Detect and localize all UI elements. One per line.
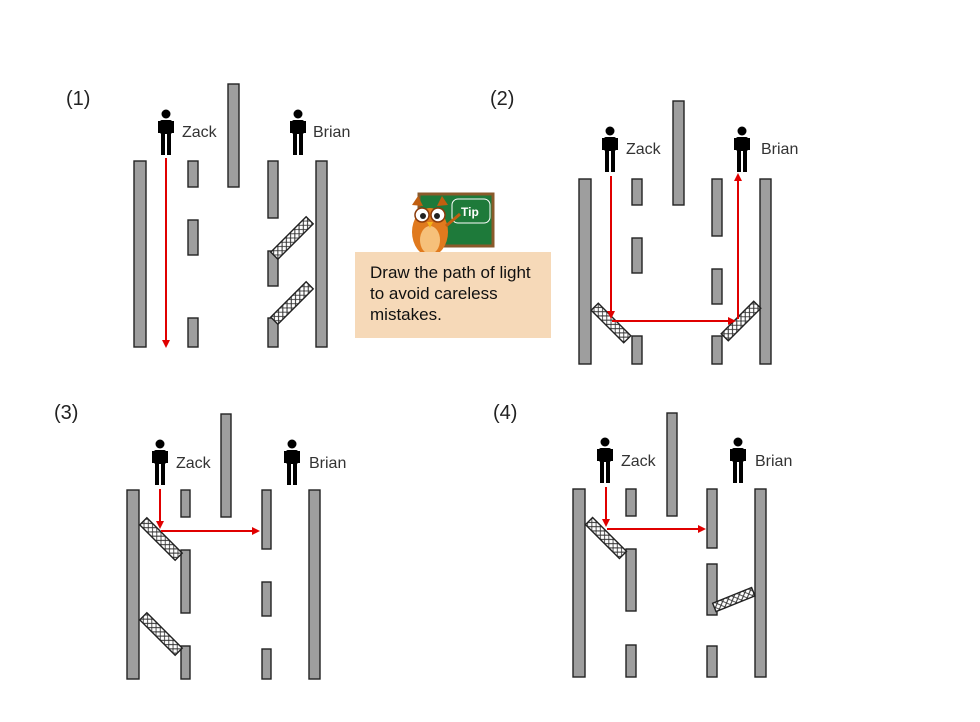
person-zack-icon — [597, 437, 613, 483]
person-brian-icon — [734, 126, 750, 172]
owl-icon — [412, 196, 461, 256]
wall — [308, 489, 321, 680]
person-zack-icon — [152, 439, 168, 485]
wall — [706, 563, 718, 616]
wall — [261, 648, 272, 680]
wall — [711, 178, 723, 237]
mirror — [269, 215, 315, 261]
wall — [315, 160, 328, 348]
wall — [625, 548, 637, 612]
panel-label-3: (3) — [54, 402, 79, 424]
wall — [706, 645, 718, 678]
wall — [759, 178, 772, 365]
wall — [711, 268, 723, 305]
wall — [672, 100, 685, 206]
wall — [187, 219, 199, 256]
wall — [754, 488, 767, 678]
wall — [227, 83, 240, 188]
panel-label-4: (4) — [493, 402, 518, 424]
wall — [126, 489, 140, 680]
mirror — [711, 586, 756, 613]
wall — [267, 160, 279, 219]
wall — [631, 237, 643, 274]
wall — [631, 335, 643, 365]
wall — [180, 549, 191, 614]
wall — [578, 178, 592, 365]
person-brian-icon — [290, 109, 306, 155]
person-b-label: Brian — [313, 124, 350, 141]
person-b-label: Brian — [309, 455, 346, 472]
tip-box: Draw the path of light to avoid careless… — [355, 252, 551, 338]
mirror — [269, 280, 315, 326]
person-b-label: Brian — [755, 453, 792, 470]
panel-label-1: (1) — [66, 88, 91, 110]
wall — [631, 178, 643, 206]
wall — [180, 489, 191, 518]
mirror — [584, 516, 628, 560]
person-zack-icon — [602, 126, 618, 172]
person-brian-icon — [284, 439, 300, 485]
wall — [220, 413, 232, 518]
wall — [261, 581, 272, 617]
wall — [625, 488, 637, 517]
wall — [187, 160, 199, 188]
wall — [572, 488, 586, 678]
wall — [187, 317, 199, 348]
wall — [706, 488, 718, 549]
wall — [625, 644, 637, 678]
person-zack-icon — [158, 109, 174, 155]
tip-illustration: Tip — [412, 192, 495, 256]
wall — [711, 335, 723, 365]
mirror — [138, 611, 184, 657]
panel-2: Zack Brian — [578, 100, 798, 365]
wall — [133, 160, 147, 348]
panel-1: Zack Brian — [133, 83, 350, 348]
person-a-label: Zack — [626, 141, 662, 158]
tip-badge-label: Tip — [461, 205, 479, 219]
person-a-label: Zack — [176, 455, 212, 472]
panel-4: Zack Brian — [572, 412, 792, 678]
mirror — [590, 302, 632, 344]
panel-label-2: (2) — [490, 88, 515, 110]
person-b-label: Brian — [761, 141, 798, 158]
wall — [666, 412, 678, 517]
wall — [180, 645, 191, 680]
person-a-label: Zack — [182, 124, 218, 141]
panel-3: Zack Brian — [126, 413, 346, 680]
wall — [261, 489, 272, 550]
person-brian-icon — [730, 437, 746, 483]
mirror — [138, 516, 184, 562]
tip-badge — [451, 198, 491, 224]
person-a-label: Zack — [621, 453, 657, 470]
tip-text: Draw the path of light to avoid careless… — [370, 263, 531, 324]
